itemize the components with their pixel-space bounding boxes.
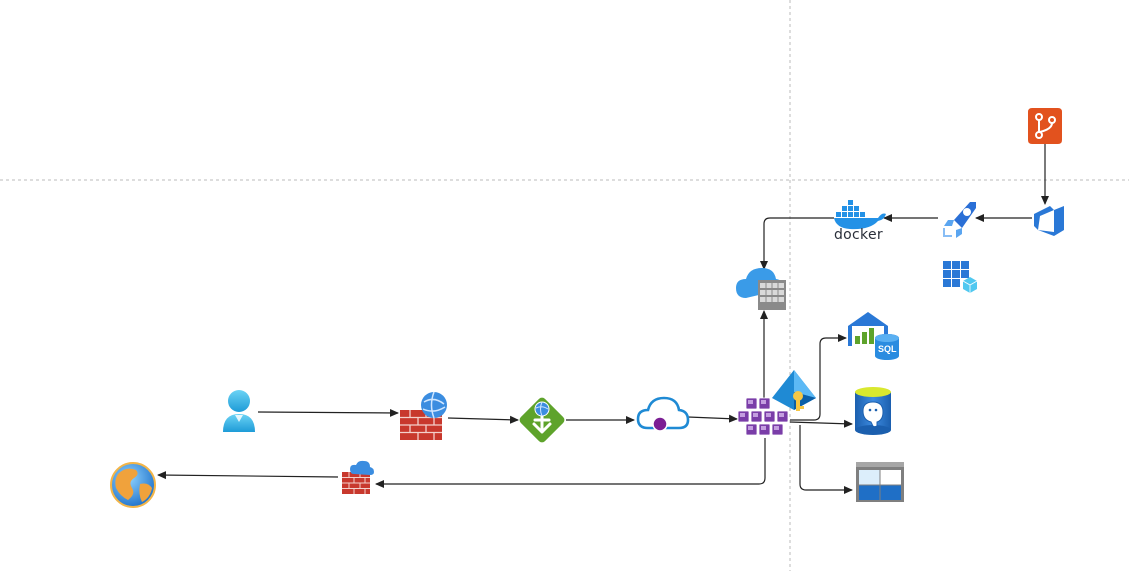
edge-aks-to-postgres	[789, 419, 853, 428]
kubernetes-service-icon[interactable]	[737, 397, 789, 436]
user-icon[interactable]	[223, 390, 255, 432]
azure-pipelines-icon[interactable]	[943, 202, 976, 238]
docker-label: docker	[834, 227, 883, 243]
globe-icon[interactable]	[110, 462, 156, 508]
edge-endpoint-to-aks	[687, 414, 738, 423]
web-application-firewall-icon[interactable]	[400, 391, 447, 440]
container-registry-icon[interactable]	[736, 268, 786, 310]
edge-aks-to-storage	[799, 425, 853, 494]
edge-user-to-waf	[257, 408, 399, 417]
sql-label: SQL	[878, 344, 897, 354]
azure-active-directory-key-icon[interactable]	[772, 370, 816, 411]
sql-server-icon[interactable]: SQL	[848, 312, 899, 360]
git-repo-icon[interactable]	[1028, 108, 1062, 144]
edge-aks-to-sql	[790, 334, 847, 421]
storage-table-icon[interactable]	[856, 462, 904, 502]
private-endpoint-icon[interactable]	[636, 396, 690, 432]
connectors	[157, 144, 1049, 494]
edge-waf-to-gateway	[447, 415, 519, 424]
application-gateway-icon[interactable]	[518, 396, 566, 444]
firewall-icon[interactable]	[342, 460, 374, 494]
edge-docker-to-registry	[760, 217, 834, 270]
container-instances-icon[interactable]	[943, 261, 978, 293]
docker-icon[interactable]: docker	[834, 200, 886, 243]
postgresql-database-icon[interactable]	[855, 387, 891, 435]
azure-devops-icon[interactable]	[1034, 206, 1064, 236]
edge-aks-to-firewall	[375, 438, 766, 488]
edge-firewall-to-internet	[157, 471, 339, 480]
